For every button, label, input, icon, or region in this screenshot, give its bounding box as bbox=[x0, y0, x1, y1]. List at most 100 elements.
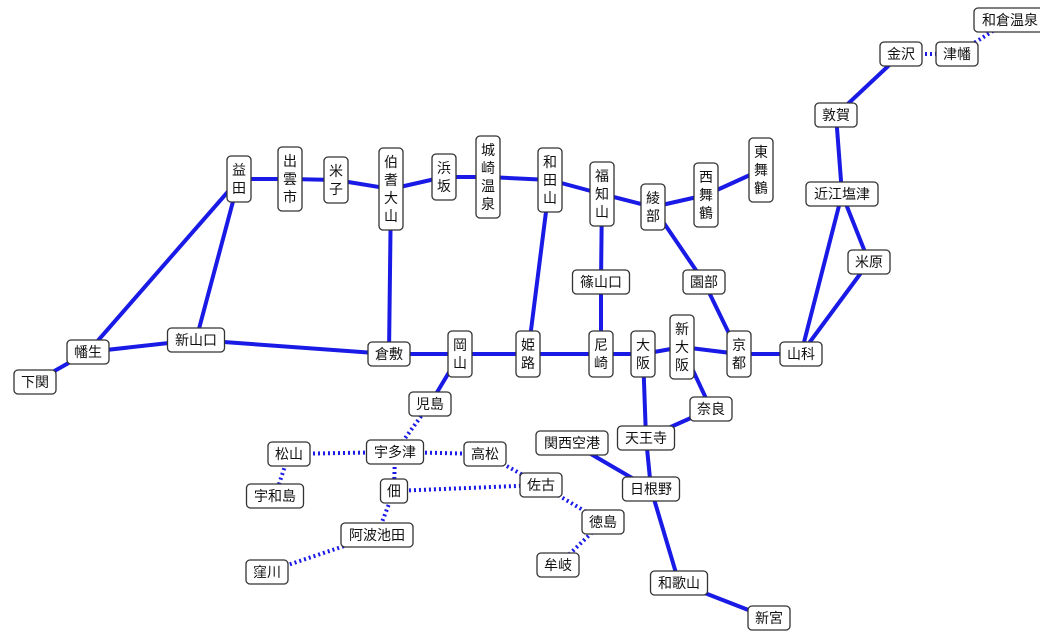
station-box bbox=[245, 559, 289, 585]
station-box bbox=[616, 425, 676, 451]
route-line-hineno-wakayama bbox=[649, 487, 681, 585]
station-label: 天王寺 bbox=[625, 431, 667, 447]
station-label: 綾部 bbox=[646, 191, 660, 225]
station-box bbox=[515, 330, 541, 378]
station-label: 金沢 bbox=[887, 47, 915, 63]
station-box bbox=[367, 341, 411, 367]
station-box bbox=[365, 439, 425, 465]
station-box bbox=[973, 7, 1040, 33]
station-himeji: 姫路 bbox=[515, 330, 541, 378]
station-kurashiki: 倉敷 bbox=[367, 341, 411, 367]
station-label: 宇多津 bbox=[374, 444, 416, 461]
station-box bbox=[536, 552, 580, 578]
station-box bbox=[447, 330, 473, 378]
station-label: 津幡 bbox=[943, 47, 971, 63]
station-box bbox=[669, 314, 695, 380]
station-box bbox=[747, 605, 791, 631]
station-label: 大阪 bbox=[636, 338, 650, 372]
station-izumoshi: 出雲市 bbox=[277, 146, 303, 212]
station-box bbox=[519, 472, 563, 498]
station-yamashina: 山科 bbox=[779, 341, 823, 367]
station-box bbox=[340, 522, 414, 548]
station-label: 米子 bbox=[329, 164, 343, 198]
station-label: 岡山 bbox=[453, 338, 467, 372]
station-box bbox=[649, 570, 709, 596]
station-higashimaizuru: 東舞鶴 bbox=[748, 137, 774, 203]
station-omishiotsu: 近江塩津 bbox=[805, 181, 879, 207]
station-label: 徳島 bbox=[589, 515, 617, 531]
station-box bbox=[805, 181, 879, 207]
station-label: 牟岐 bbox=[544, 558, 572, 574]
station-hokidaisen: 伯耆大山 bbox=[378, 147, 404, 231]
station-shingu: 新宮 bbox=[747, 605, 791, 631]
station-box bbox=[267, 441, 311, 467]
station-wakayama: 和歌山 bbox=[649, 570, 709, 596]
station-label: 出雲市 bbox=[283, 154, 297, 206]
station-box bbox=[537, 147, 563, 213]
station-box bbox=[588, 330, 614, 378]
station-nishimaizuru: 西舞鶴 bbox=[693, 162, 719, 228]
station-fukuchiyama: 福知山 bbox=[589, 161, 615, 227]
station-kojima: 児島 bbox=[408, 391, 452, 417]
station-label: 新山口 bbox=[175, 333, 217, 349]
station-box bbox=[571, 269, 631, 295]
station-yonago: 米子 bbox=[323, 156, 349, 204]
station-shinosaka: 新大阪 bbox=[669, 314, 695, 380]
station-label: 敦賀 bbox=[822, 108, 850, 124]
station-label: 新宮 bbox=[755, 611, 783, 627]
station-kinosakionsen: 城崎温泉 bbox=[475, 135, 501, 219]
station-box bbox=[689, 396, 733, 422]
station-tokushima: 徳島 bbox=[581, 509, 625, 535]
station-hamasaka: 浜坂 bbox=[431, 153, 457, 201]
station-label: 近江塩津 bbox=[814, 187, 870, 203]
station-label: 京都 bbox=[732, 338, 746, 372]
route-line-asa-masuda bbox=[86, 177, 241, 354]
route-line-kurashiki-shinyamaguchi bbox=[194, 338, 391, 356]
station-utazu: 宇多津 bbox=[365, 439, 425, 465]
station-matsuyama: 松山 bbox=[267, 441, 311, 467]
station-label: 尼崎 bbox=[594, 338, 608, 372]
station-kanazawa: 金沢 bbox=[879, 41, 923, 67]
station-label: 松山 bbox=[275, 447, 303, 463]
station-label: 日根野 bbox=[630, 482, 672, 498]
station-hineno: 日根野 bbox=[621, 476, 681, 502]
station-maibara: 米原 bbox=[847, 249, 891, 275]
station-box bbox=[378, 147, 404, 231]
station-box bbox=[226, 155, 252, 203]
station-label: 佐古 bbox=[527, 478, 555, 494]
station-label: 伯耆大山 bbox=[384, 155, 398, 225]
station-label: 園部 bbox=[690, 275, 718, 291]
station-sako: 佐古 bbox=[519, 472, 563, 498]
station-box bbox=[581, 509, 625, 535]
station-label: 関西空港 bbox=[544, 436, 600, 452]
station-wakura: 和倉温泉 bbox=[973, 7, 1040, 33]
route-line-tadotsu-sako bbox=[393, 483, 542, 493]
station-box bbox=[779, 341, 823, 367]
station-box bbox=[847, 249, 891, 275]
station-label: 和歌山 bbox=[658, 576, 700, 592]
station-label: 新大阪 bbox=[675, 322, 689, 374]
station-label: 和倉温泉 bbox=[982, 12, 1038, 29]
station-box bbox=[726, 330, 752, 378]
station-label: 西舞鶴 bbox=[699, 170, 713, 222]
station-awaikeda: 阿波池田 bbox=[340, 522, 414, 548]
station-label: 幡生 bbox=[74, 345, 102, 361]
station-box bbox=[748, 137, 774, 203]
stations: 和倉温泉金沢津幡敦賀近江塩津米原東舞鶴西舞鶴綾部福知山和田山城崎温泉浜坂伯耆大山… bbox=[13, 7, 1040, 631]
station-box bbox=[431, 153, 457, 201]
station-sonobe: 園部 bbox=[682, 269, 726, 295]
station-okayama: 岡山 bbox=[447, 330, 473, 378]
station-label: 浜坂 bbox=[437, 161, 451, 195]
station-amagasaki: 尼崎 bbox=[588, 330, 614, 378]
station-uwajima: 宇和島 bbox=[245, 483, 305, 509]
station-box bbox=[879, 41, 923, 67]
route-line-tsuruga-omishiotsu bbox=[834, 113, 844, 196]
station-box bbox=[693, 162, 719, 228]
station-label: 佃 bbox=[387, 484, 401, 500]
station-shinyamaguchi: 新山口 bbox=[166, 327, 226, 353]
station-takamatsu: 高松 bbox=[463, 441, 507, 467]
station-ayabe: 綾部 bbox=[640, 183, 666, 231]
station-tsuruga: 敦賀 bbox=[814, 102, 858, 128]
station-box bbox=[408, 391, 452, 417]
